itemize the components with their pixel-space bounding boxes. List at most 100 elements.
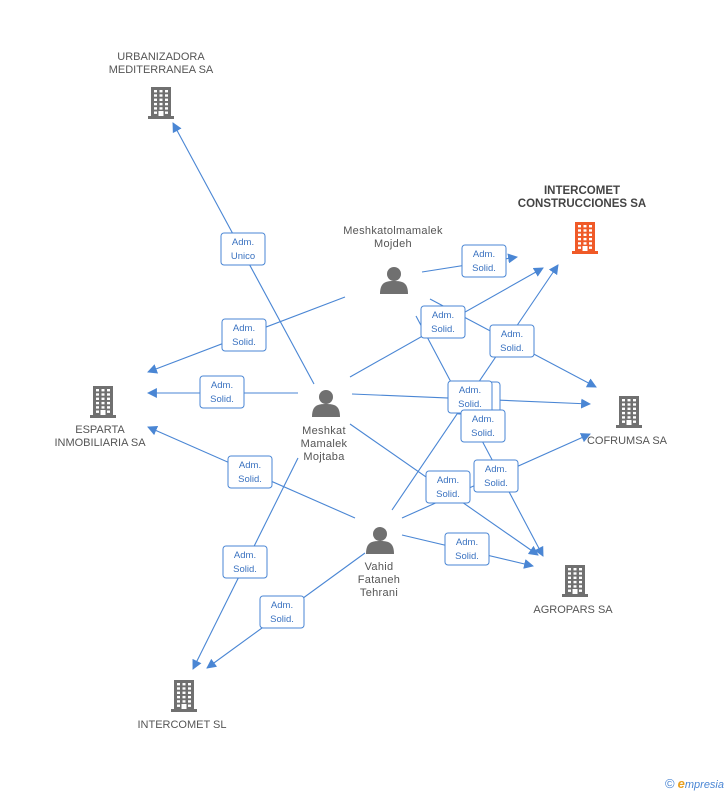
role-text: Solid. [500,343,524,354]
role-badge-box [222,545,268,579]
person-icon [366,527,394,554]
role-text: Solid. [431,324,455,335]
company-label-line: INMOBILIARIA SA [54,437,146,449]
building-icon [90,386,116,418]
company-label-line: COFRUMSA SA [587,435,668,447]
role-text: Solid. [270,614,294,625]
role-badge-vahid-intercomet_sl[interactable]: Adm. Solid. [259,595,305,629]
role-badge-box [425,470,471,504]
company-node-agropars[interactable]: AGROPARS SA [533,565,613,616]
role-badge-meshkat-intercomet_construcciones[interactable]: Adm. Solid. [420,305,466,339]
person-label-line: Mamalek [301,438,348,450]
role-badge-box [199,375,245,409]
company-label-line: CONSTRUCCIONES SA [518,198,646,210]
role-text: Adm. [456,537,478,548]
person-label-line: Meshkatolmamalek [343,225,443,237]
role-text: Solid. [436,489,460,500]
role-text: Solid. [471,428,495,439]
role-badge-meshkat-urbanizadora[interactable]: Adm.Unico [220,232,266,266]
role-badge-box [420,305,466,339]
role-text: Adm. [432,310,454,321]
building-icon [148,87,174,119]
role-badge-vahid-agropars[interactable]: Adm. Solid. [444,532,490,566]
role-text: Adm. [472,414,494,425]
role-badge-meshkat-esparta[interactable]: Adm. Solid. [199,375,245,409]
role-badge-meshkatolmamalek-cofrumsa[interactable]: Adm. Solid. [489,324,535,358]
role-text: Adm. [232,237,254,248]
role-text: Adm. [501,329,523,340]
person-label-line: Vahid [365,561,394,573]
role-text: Adm. [437,475,459,486]
role-text: Solid. [472,263,496,274]
building-icon [171,680,197,712]
person-label-line: Mojdeh [374,238,412,250]
company-label-line: INTERCOMET SL [137,719,226,731]
role-badge-box [221,318,267,352]
role-text: Solid. [458,399,482,410]
role-badge-vahid-cofrumsa[interactable]: Adm. Solid. [473,459,519,493]
brand-logo-e: e [677,776,685,791]
role-text: Adm. [473,249,495,260]
role-text: Solid. [232,337,256,348]
role-text: Adm. [234,550,256,561]
role-text: Solid. [455,551,479,562]
role-badge-meshkatolmamalek-esparta[interactable]: Adm.Solid. [221,318,267,352]
company-label-line: URBANIZADORA [117,51,205,63]
person-label-line: Mojtaba [303,451,345,463]
role-badge-meshkat-intercomet_sl[interactable]: Adm. Solid. [222,545,268,579]
role-badge-box [227,455,273,489]
copyright-icon: © [665,776,675,791]
role-badge-box [220,232,266,266]
person-icon [380,267,408,294]
building-icon [572,222,598,254]
company-node-intercomet_sl[interactable]: INTERCOMET SL [137,680,227,731]
role-badge-box [444,532,490,566]
role-badge-box [489,324,535,358]
role-text: Solid. [484,478,508,489]
role-text: Solid. [210,394,234,405]
role-badge-meshkat-agropars[interactable]: Adm. Solid. [425,470,471,504]
role-badge-box [473,459,519,493]
role-badge-box [259,595,305,629]
person-icon [312,390,340,417]
role-badge-meshkatolmamalek-intercomet_construcciones[interactable]: Adm. Solid. [461,244,507,278]
role-text: Adm. [271,600,293,611]
role-text: Adm. [211,380,233,391]
role-badge-box [460,409,506,443]
company-label: COFRUMSA SA [587,435,668,447]
role-badge-meshkat-cofrumsa[interactable]: Adm.Solid. [447,380,493,414]
company-label-line: INTERCOMET [544,185,620,197]
role-text: Solid. [233,564,257,575]
company-label-line: MEDITERRANEA SA [109,64,214,76]
role-badge-vahid-esparta[interactable]: Adm.Solid. [227,455,273,489]
role-badge-box [461,244,507,278]
building-icon [562,565,588,597]
roles-layer: Adm.UnicoAdm.Solid.Adm.Solid.Adm.Solid.A… [199,232,535,629]
company-label-line: ESPARTA [75,424,125,436]
person-label-line: Fataneh [358,574,400,586]
role-text: Adm. [239,460,261,471]
company-label: INTERCOMET SL [137,719,226,731]
person-label-line: Tehrani [360,587,398,599]
company-label-line: AGROPARS SA [533,604,613,616]
building-icon [616,396,642,428]
role-badge-meshkatolmamalek-agropars[interactable]: Adm. Solid. [460,409,506,443]
footer-brand[interactable]: ©empresia [665,776,724,791]
company-node-cofrumsa[interactable]: COFRUMSA SA [587,396,668,447]
brand-name: mpresia [684,779,724,791]
role-text: Adm. [485,464,507,475]
